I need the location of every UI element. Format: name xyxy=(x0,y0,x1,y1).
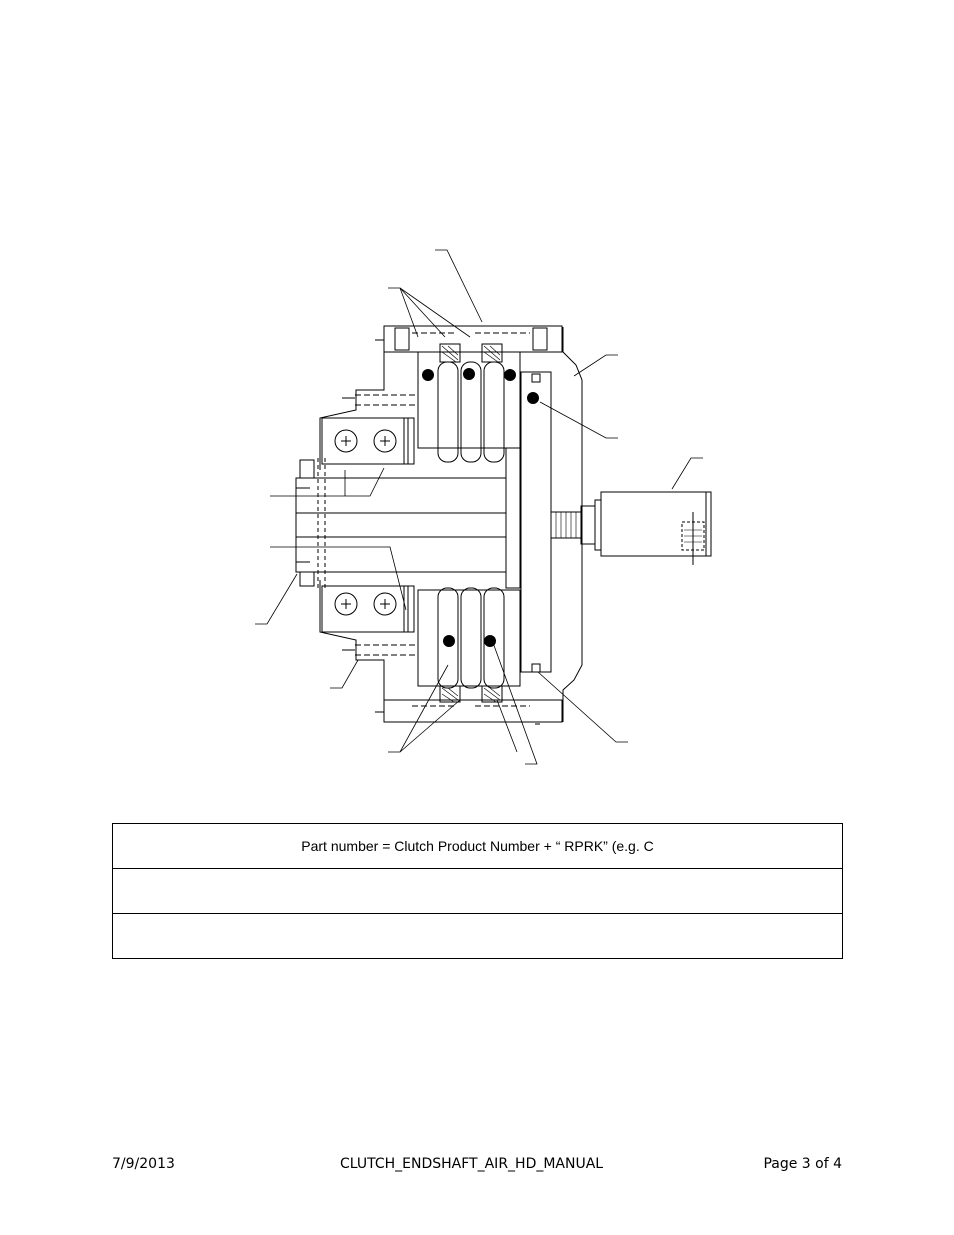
table-row xyxy=(112,913,843,959)
clutch-cross-section-drawing xyxy=(255,249,712,765)
table-row: Part number = Clutch Product Number + “ … xyxy=(112,823,843,869)
o-rings xyxy=(422,368,539,647)
table-cell-empty xyxy=(112,868,843,914)
friction-plates xyxy=(417,343,521,703)
footer-document-name: CLUTCH_ENDSHAFT_AIR_HD_MANUAL xyxy=(340,1156,604,1172)
piston xyxy=(520,371,552,673)
footer-page-number: Page 3 of 4 xyxy=(763,1156,842,1172)
table-row xyxy=(112,868,843,914)
footer-date: 7/9/2013 xyxy=(112,1156,175,1172)
bearings xyxy=(321,417,415,633)
shaft xyxy=(295,458,507,590)
leader-lines xyxy=(255,249,703,765)
part-number-note: Part number = Clutch Product Number + “ … xyxy=(112,823,843,869)
rotary-union xyxy=(550,491,712,565)
parts-table: Part number = Clutch Product Number + “ … xyxy=(112,823,843,959)
housing-outline xyxy=(319,325,583,725)
table-cell-empty xyxy=(112,913,843,959)
